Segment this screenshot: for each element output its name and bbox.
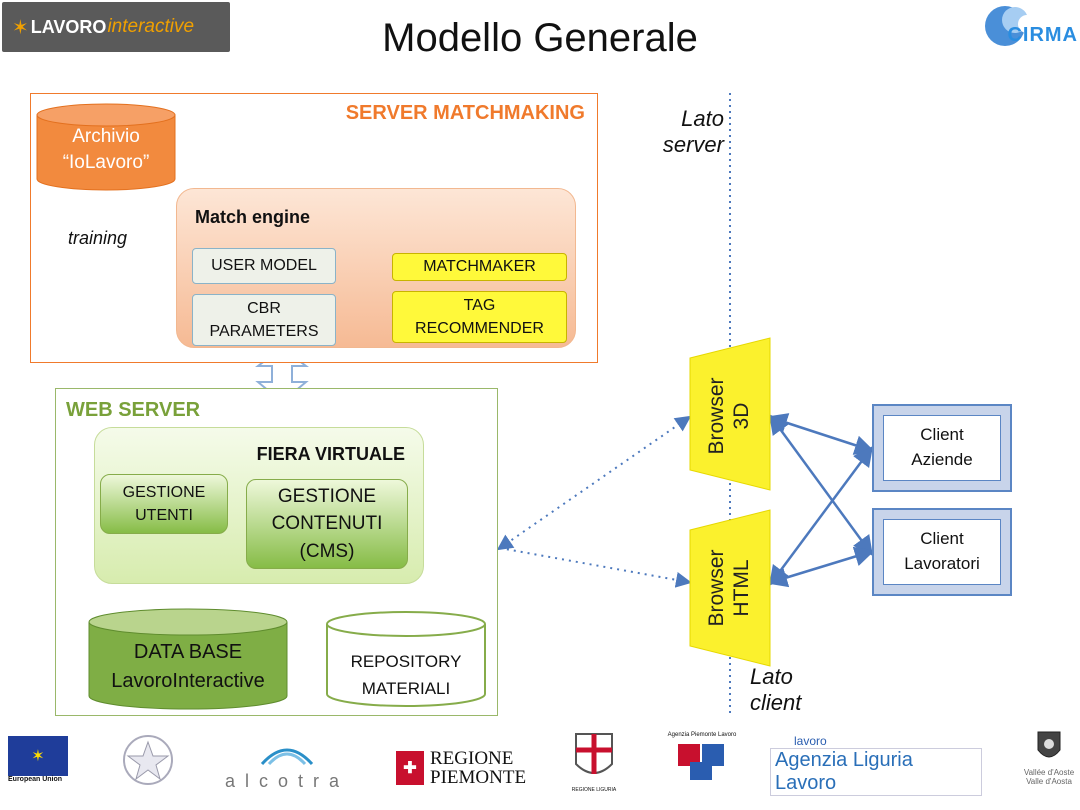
agenzia-liguria-text: Agenzia Liguria Lavoro bbox=[770, 748, 982, 796]
piemonte-text: REGIONE PIEMONTE bbox=[430, 749, 526, 787]
valle-line1: Vallée d'Aoste bbox=[1023, 768, 1075, 777]
cbr-line2: PARAMETERS bbox=[209, 323, 319, 340]
client-aziende-line1: Client bbox=[920, 425, 964, 445]
database-line1: DATA BASE bbox=[133, 641, 243, 663]
cbr-line1: CBR bbox=[247, 299, 281, 317]
archivio-line1: Archivio bbox=[72, 126, 140, 147]
client-lavoratori-box: Client Lavoratori bbox=[872, 508, 1012, 596]
web-server-title: WEB SERVER bbox=[66, 399, 201, 421]
aosta-shield-icon bbox=[1037, 731, 1061, 758]
matchmaker-label: MATCHMAKER bbox=[423, 258, 536, 275]
archivio-label: Archivio “IoLavoro” bbox=[36, 124, 176, 176]
cirma-logo: CIRMA bbox=[975, 4, 1080, 54]
valle-line2: Valle d'Aosta bbox=[1026, 776, 1072, 786]
client-lavoratori-line1: Client bbox=[920, 529, 964, 549]
cms-line2: CONTENUTI bbox=[271, 513, 383, 535]
valle-aosta-text: Vallée d'Aoste Valle d'Aosta bbox=[1020, 768, 1078, 787]
alcotra-logo: alcotra bbox=[212, 740, 362, 792]
logo-text-interactive: interactive bbox=[107, 16, 195, 37]
client-aziende-label: Client Aziende bbox=[883, 415, 1001, 481]
gestione-utenti-line2: UTENTI bbox=[135, 507, 193, 524]
browser-html-label: Browser HTML bbox=[704, 528, 756, 648]
browser-3d-label: Browser 3D bbox=[704, 356, 756, 476]
regione-liguria-logo: REGIONE LIGURIA bbox=[566, 732, 622, 798]
lato-server-line2: server bbox=[662, 131, 724, 157]
repository-line2: MATERIALI bbox=[361, 679, 451, 699]
lato-client-line2: client bbox=[750, 689, 802, 715]
browser-html-line1: Browser bbox=[705, 549, 728, 627]
repository-line1: REPOSITORY bbox=[350, 652, 462, 671]
puzzle-icon bbox=[678, 744, 724, 780]
link-3d-aziende bbox=[767, 413, 875, 455]
tag-line1: TAG bbox=[463, 296, 496, 314]
link-web-browserhtml bbox=[499, 547, 692, 588]
piemonte-cross-icon: ✚ bbox=[396, 751, 424, 785]
client-lavoratori-label: Client Lavoratori bbox=[883, 519, 1001, 585]
user-model-label: USER MODEL bbox=[211, 257, 317, 274]
liguria-text: REGIONE LIGURIA bbox=[571, 787, 617, 793]
archivio-cylinder bbox=[36, 103, 176, 191]
valle-aosta-logo: Vallée d'Aoste Valle d'Aosta bbox=[1020, 730, 1078, 800]
link-web-browser3d bbox=[496, 415, 692, 551]
eu-text: European Union bbox=[8, 776, 63, 783]
cms-line3: (CMS) bbox=[299, 540, 355, 562]
training-label: training bbox=[68, 228, 128, 248]
gestione-contenuti-box: GESTIONE CONTENUTI (CMS) bbox=[246, 479, 408, 569]
gestione-utenti-box: GESTIONE UTENTI bbox=[100, 474, 228, 534]
browser-html-line2: HTML bbox=[730, 559, 754, 617]
eu-stars-icon: ✶ bbox=[8, 736, 68, 776]
link-html-lavoratori bbox=[767, 546, 875, 588]
agenzia-liguria-logo: lavoro Agenzia Liguria Lavoro bbox=[770, 734, 982, 796]
cirma-text: CIRMA bbox=[1007, 24, 1078, 46]
alcotra-text: alcotra bbox=[224, 771, 350, 791]
star-emblem-icon bbox=[123, 735, 173, 785]
logo-figure-icon: ✶ bbox=[12, 16, 29, 39]
eu-logo: ✶ European Union bbox=[8, 736, 68, 792]
link-3d-lavoratori bbox=[769, 413, 873, 557]
database-line2: LavoroInteractive bbox=[111, 670, 265, 692]
agenzia-piemonte-text: Agenzia Piemonte Lavoro bbox=[667, 732, 737, 738]
client-aziende-line2: Aziende bbox=[911, 450, 973, 469]
regione-piemonte-logo: ✚ REGIONE PIEMONTE bbox=[396, 748, 556, 788]
matchmaker-box: MATCHMAKER bbox=[392, 253, 567, 281]
lato-server-line1: Lato bbox=[681, 106, 724, 131]
piemonte-line1: REGIONE bbox=[430, 748, 514, 769]
user-model-box: USER MODEL bbox=[192, 248, 336, 284]
lavoro-interactive-logo: ✶ LAVORO interactive bbox=[2, 2, 230, 52]
gestione-utenti-line1: GESTIONE bbox=[122, 483, 206, 501]
piemonte-line2: PIEMONTE bbox=[430, 767, 527, 788]
fiera-virtuale-title: FIERA VIRTUALE bbox=[256, 444, 405, 464]
logo-text-lavoro: LAVORO bbox=[30, 16, 107, 37]
database-label: DATA BASE LavoroInteractive bbox=[88, 638, 288, 696]
match-engine-title: Match engine bbox=[195, 207, 311, 227]
italian-republic-emblem bbox=[120, 730, 176, 792]
lato-server-label: Lato server bbox=[652, 106, 724, 158]
tag-recommender-box: TAG RECOMMENDER bbox=[392, 291, 567, 343]
database-cylinder bbox=[88, 608, 288, 710]
link-html-aziende bbox=[769, 445, 873, 587]
cms-line1: GESTIONE bbox=[277, 485, 377, 507]
page-title: Modello Generale bbox=[382, 16, 698, 60]
cbr-parameters-box: CBR PARAMETERS bbox=[192, 294, 336, 346]
repository-cylinder bbox=[326, 611, 486, 707]
browser-3d-shape bbox=[689, 337, 771, 491]
alcotra-arc-icon bbox=[260, 748, 314, 766]
lato-client-label: Lato client bbox=[750, 664, 801, 716]
liguria-shield-icon bbox=[575, 733, 613, 774]
browser-html-shape bbox=[689, 509, 771, 667]
repository-label: REPOSITORY MATERIALI bbox=[326, 648, 486, 702]
cirma-swirl-icon bbox=[985, 6, 1036, 46]
client-lavoratori-line2: Lavoratori bbox=[904, 554, 980, 573]
server-matchmaking-title: SERVER MATCHMAKING bbox=[345, 102, 585, 124]
tag-line2: RECOMMENDER bbox=[415, 320, 544, 337]
archivio-line2: “IoLavoro” bbox=[62, 152, 150, 174]
browser-3d-line2: 3D bbox=[730, 402, 754, 430]
agenzia-liguria-small: lavoro bbox=[794, 734, 827, 748]
agenzia-piemonte-logo: Agenzia Piemonte Lavoro bbox=[666, 732, 738, 798]
browser-3d-line1: Browser bbox=[705, 377, 728, 455]
client-aziende-box: Client Aziende bbox=[872, 404, 1012, 492]
lato-client-line1: Lato bbox=[750, 664, 793, 689]
